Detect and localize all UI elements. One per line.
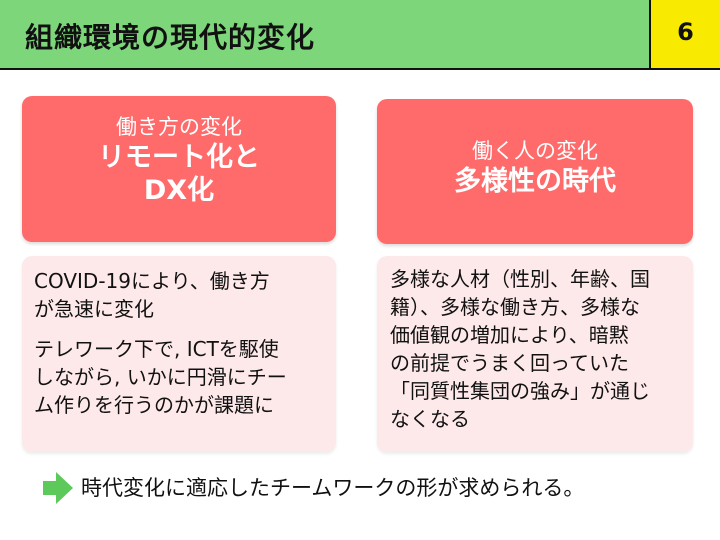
worker-change-header: 働く人の変化 多様性の時代	[377, 99, 693, 244]
conclusion-text: 時代変化に適応したチームワークの形が求められる。	[81, 476, 585, 500]
worker-change-subtitle: 働く人の変化	[472, 139, 598, 163]
work-style-change-body: COVID-19により、働き方 が急速に変化 テレワーク下で, ICTを駆使 し…	[22, 256, 336, 452]
page-number-box: 6	[649, 0, 720, 70]
diversity-headline: 多様性の時代	[454, 166, 616, 197]
remote-headline-line2: DX化	[143, 175, 215, 206]
conclusion-row: 時代変化に適応したチームワークの形が求められる。	[43, 470, 683, 506]
title-bar: 組織環境の現代的変化	[0, 0, 649, 70]
telework-paragraph: テレワーク下で, ICTを駆使 しながら, いかに円滑にチー ム作りを行うのかが…	[34, 337, 287, 417]
work-style-change-subtitle: 働き方の変化	[116, 115, 242, 139]
arrow-right-icon	[43, 472, 73, 504]
page-number: 6	[677, 18, 694, 46]
worker-change-body: 多様な人材（性別、年齢、国 籍）、多様な働き方、多様な 価値観の増加により、暗黙…	[377, 256, 693, 452]
page-title: 組織環境の現代的変化	[25, 21, 316, 54]
remote-headline-line1: リモート化と	[98, 142, 260, 173]
work-style-change-header: 働き方の変化 リモート化と DX化	[22, 96, 336, 242]
diversity-paragraph: 多様な人材（性別、年齢、国 籍）、多様な働き方、多様な 価値観の増加により、暗黙…	[390, 267, 650, 431]
covid-paragraph: COVID-19により、働き方 が急速に変化	[34, 269, 270, 321]
